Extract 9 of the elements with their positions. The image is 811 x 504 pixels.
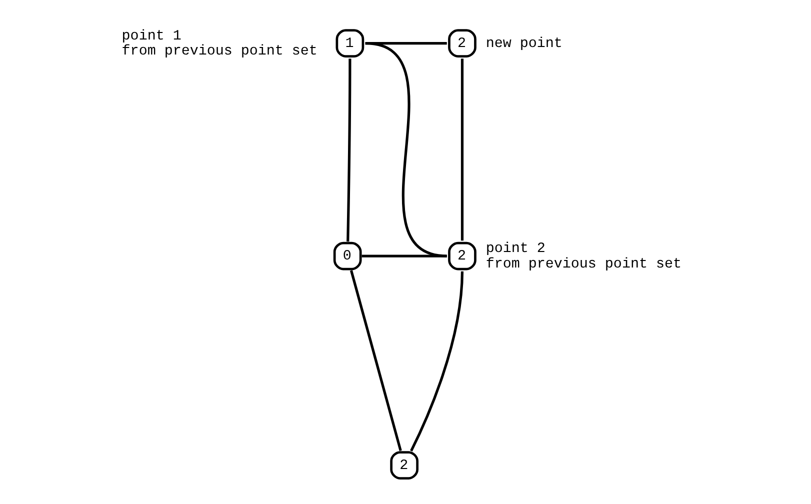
node-label: new point	[486, 35, 562, 52]
connector	[362, 254, 447, 257]
connector	[365, 42, 448, 257]
node-label: point 2 from previous point set	[486, 240, 682, 272]
connector	[350, 270, 402, 451]
connector	[346, 58, 352, 242]
connector	[410, 270, 464, 452]
connector	[460, 58, 464, 240]
node-label: point 1 from previous point set	[122, 28, 318, 60]
